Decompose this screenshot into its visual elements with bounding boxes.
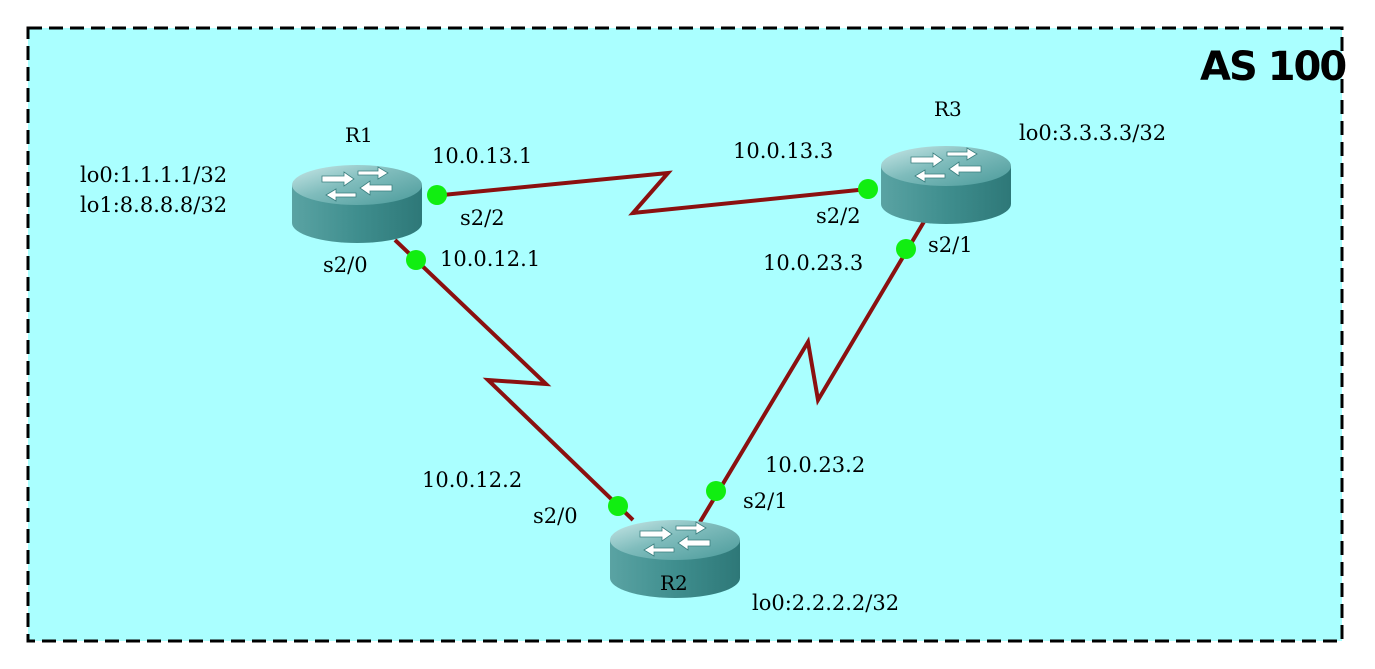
r1-s2-2-ip: 10.0.13.1	[432, 144, 532, 168]
r3-s2-2-ip: 10.0.13.3	[733, 139, 833, 163]
link-r1-r3	[431, 170, 869, 216]
interface-dot-r2-s2-1	[706, 481, 726, 501]
r3-s2-1-ip: 10.0.23.3	[763, 251, 863, 275]
interface-dot-r3-s2-2	[858, 179, 878, 199]
r3-s2-1-if: s2/1	[928, 233, 973, 257]
r3-s2-2-if: s2/2	[816, 204, 861, 228]
interface-dot-r1-s2-0	[406, 250, 426, 270]
r2-s2-1-ip: 10.0.23.2	[765, 453, 865, 477]
router-icon	[880, 145, 1012, 225]
r2-s2-0-ip: 10.0.12.2	[422, 468, 522, 492]
link-r3-r2	[698, 218, 927, 524]
router-r1-name: R1	[345, 123, 373, 147]
router-r3[interactable]	[880, 145, 1012, 225]
r2-s2-1-if: s2/1	[743, 489, 788, 513]
r1-loopback-1: lo1:8.8.8.8/32	[80, 193, 227, 217]
r3-loopback-0: lo0:3.3.3.3/32	[1019, 121, 1166, 145]
r1-s2-0-ip: 10.0.12.1	[440, 247, 540, 271]
as-label: AS 100	[1200, 44, 1345, 90]
link-r1-r2	[393, 238, 635, 522]
router-r2-name: R2	[660, 571, 688, 595]
interface-dot-r1-s2-2	[427, 185, 447, 205]
r1-loopback-0: lo0:1.1.1.1/32	[80, 163, 227, 187]
interface-dot-r3-s2-1	[896, 239, 916, 259]
router-r3-name: R3	[934, 97, 962, 121]
r1-s2-2-if: s2/2	[460, 206, 505, 230]
r2-s2-0-if: s2/0	[533, 504, 578, 528]
r2-loopback-0: lo0:2.2.2.2/32	[752, 591, 899, 615]
r1-s2-0-if: s2/0	[323, 253, 368, 277]
router-r1[interactable]	[291, 164, 423, 244]
interface-dot-r2-s2-0	[608, 496, 628, 516]
router-icon	[291, 164, 423, 244]
